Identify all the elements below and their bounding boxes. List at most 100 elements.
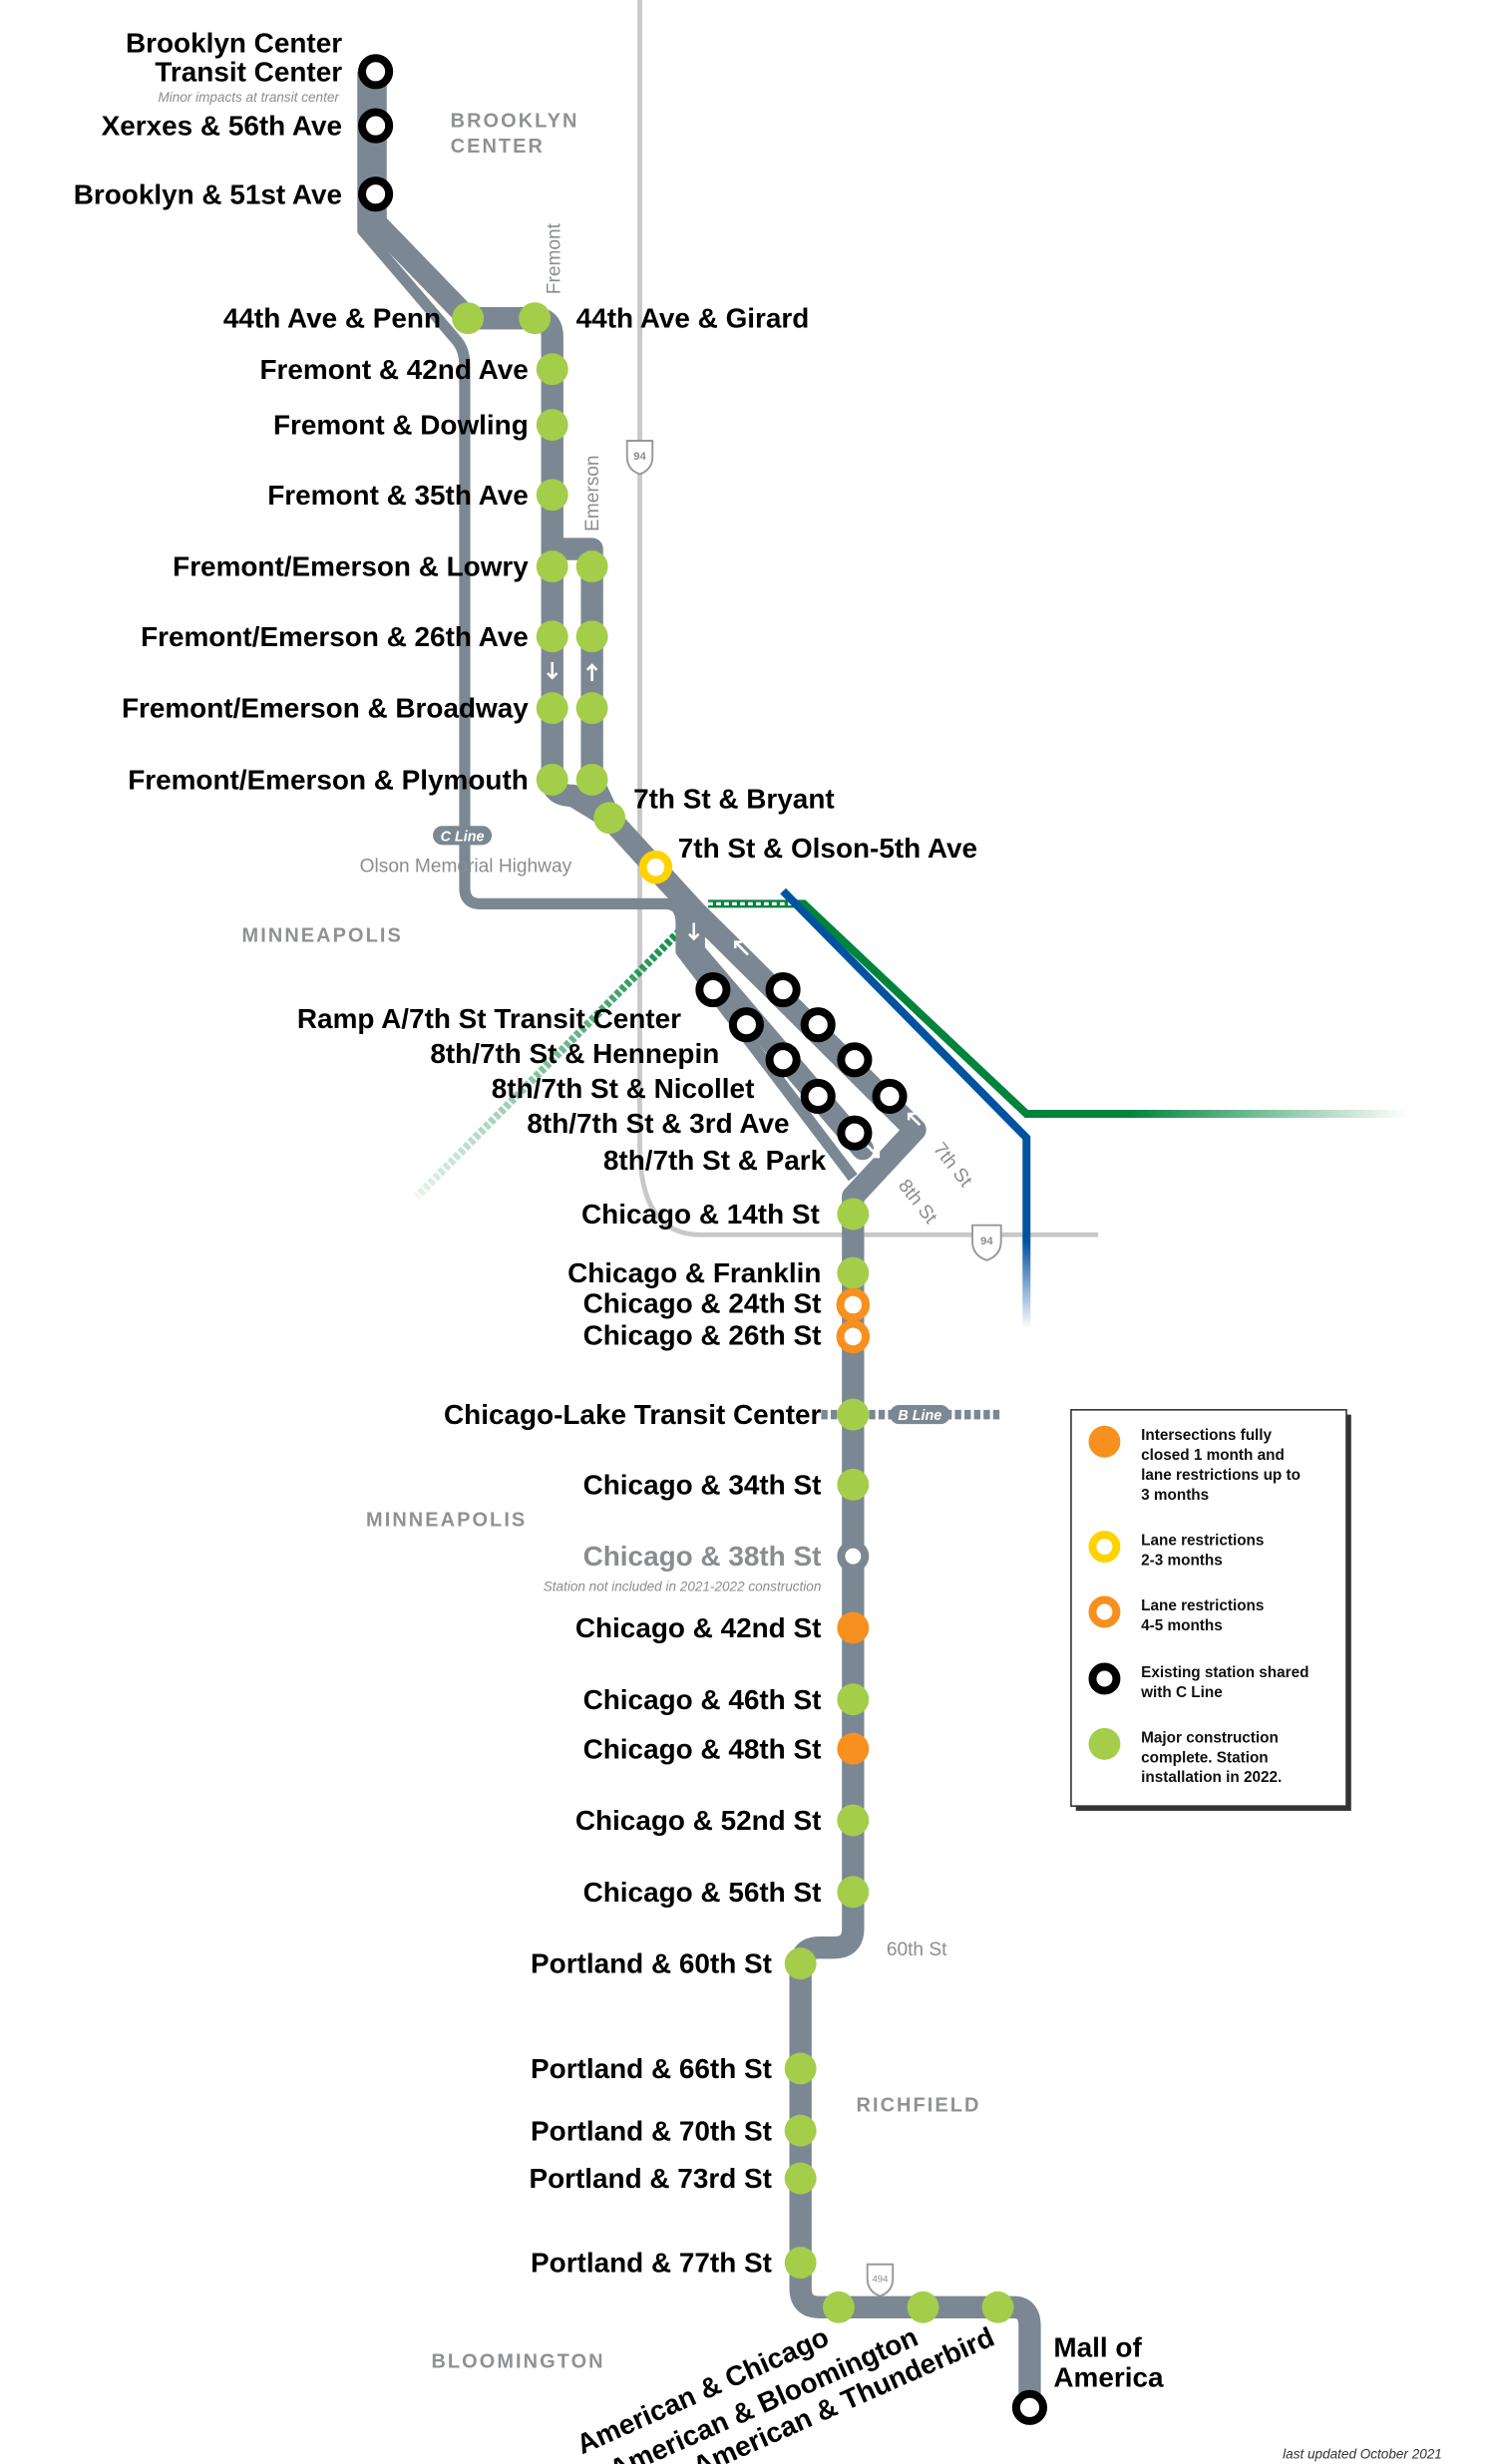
station-marker-complete[interactable] [593, 802, 626, 835]
station[interactable]: Brooklyn & 51st Ave [74, 176, 394, 212]
station-marker-complete[interactable] [822, 2290, 855, 2323]
station[interactable]: 8th/7th St & Nicollet [492, 1042, 873, 1104]
station-marker-existing[interactable] [837, 1042, 873, 1078]
station-label: Ramp A/7th St Transit Center [297, 1003, 681, 1034]
station-marker-existing[interactable] [872, 1078, 908, 1115]
svg-text:494: 494 [872, 2274, 889, 2285]
legend-marker-existing [1088, 1662, 1121, 1695]
station-marker-complete[interactable] [536, 353, 568, 386]
station[interactable]: Fremont & 35th Ave [267, 479, 568, 512]
station-marker-lane23[interactable] [638, 850, 673, 884]
station[interactable]: Fremont/Emerson & Plymouth [128, 763, 608, 796]
station[interactable]: Chicago & Franklin [567, 1256, 870, 1289]
direction-arrows [547, 661, 922, 1159]
station-marker-existing[interactable] [837, 1115, 873, 1151]
station[interactable]: 8th/7th St & 3rd Ave [527, 1078, 908, 1139]
station[interactable]: Chicago & 56th St [583, 1876, 870, 1909]
station-marker-complete[interactable] [536, 550, 568, 583]
station-marker-complete[interactable] [837, 1398, 870, 1431]
station-marker-lane45[interactable] [836, 1287, 871, 1322]
station-marker-existing[interactable] [800, 1007, 836, 1043]
station-marker-existing[interactable] [358, 176, 394, 212]
station[interactable]: Chicago & 24th St [583, 1287, 871, 1322]
station-marker-closed[interactable] [837, 1732, 870, 1765]
station-marker-complete[interactable] [837, 1198, 870, 1231]
station-label: Chicago & 24th St [583, 1287, 822, 1318]
station[interactable]: Fremont/Emerson & 26th Ave [141, 620, 608, 653]
station-marker-complete[interactable] [452, 302, 485, 335]
station[interactable]: Chicago & 52nd St [575, 1804, 870, 1837]
station-marker-complete[interactable] [981, 2290, 1014, 2323]
station[interactable]: Chicago & 48th St [583, 1732, 870, 1765]
station[interactable]: Fremont/Emerson & Broadway [122, 692, 608, 725]
station-marker-complete[interactable] [519, 302, 552, 335]
station-marker-existing[interactable] [695, 971, 731, 1008]
station[interactable]: 7th St & Olson-5th Ave [638, 833, 977, 884]
station[interactable]: Portland & 70th St [531, 2114, 817, 2147]
station[interactable]: Portland & 66th St [531, 2052, 817, 2085]
station-marker-existing[interactable] [800, 1078, 836, 1115]
station[interactable]: Xerxes & 56th Ave [102, 108, 394, 144]
station[interactable]: Portland & 73rd St [529, 2162, 817, 2195]
station[interactable]: 8th/7th St & Hennepin [430, 1007, 836, 1069]
station[interactable]: Portland & 77th St [531, 2247, 817, 2280]
station-marker-existing[interactable] [765, 971, 801, 1008]
station-label: Chicago & 14th St [581, 1199, 820, 1230]
station-marker-complete[interactable] [837, 1876, 870, 1909]
station-marker-complete[interactable] [575, 692, 608, 725]
station-label: Fremont/Emerson & 26th Ave [141, 621, 529, 652]
station-marker-complete[interactable] [536, 479, 568, 512]
station[interactable]: Chicago-Lake Transit Center [444, 1398, 870, 1431]
station-marker-existing[interactable] [358, 54, 394, 90]
station[interactable]: Chicago & 46th St [583, 1683, 870, 1716]
station-marker-complete[interactable] [575, 550, 608, 583]
station[interactable]: Chicago & 42nd St [575, 1611, 870, 1644]
station-label: Brooklyn & 51st Ave [74, 178, 342, 209]
station[interactable]: Ramp A/7th St Transit Center [297, 971, 801, 1034]
station[interactable]: Chicago & 14th St [581, 1198, 870, 1231]
station[interactable]: Fremont/Emerson & Lowry [173, 550, 608, 583]
station[interactable]: Fremont & Dowling [273, 409, 568, 442]
station-marker-complete[interactable] [837, 1256, 870, 1289]
station[interactable]: Fremont & 42nd Ave [259, 353, 568, 386]
station-marker-complete[interactable] [837, 1683, 870, 1716]
station-marker-complete[interactable] [784, 2114, 817, 2147]
station-marker-complete[interactable] [784, 2162, 817, 2195]
station-marker-existing[interactable] [728, 1007, 764, 1043]
station-label: 7th St & Olson-5th Ave [678, 833, 977, 864]
station[interactable]: Chicago & 26th St [583, 1319, 871, 1354]
station[interactable]: 8th/7th St & Park [603, 1115, 873, 1176]
legend-text: closed 1 month and [1141, 1447, 1285, 1464]
station-marker-lane45[interactable] [836, 1319, 871, 1354]
legend-text: complete. Station [1141, 1749, 1269, 1766]
station-label: Chicago & 52nd St [575, 1805, 822, 1836]
station[interactable]: Chicago & 34th St [583, 1468, 870, 1501]
station-marker-complete[interactable] [907, 2290, 939, 2323]
station-marker-complete[interactable] [784, 2052, 817, 2085]
station-marker-complete[interactable] [536, 763, 568, 796]
station-marker-complete[interactable] [837, 1804, 870, 1837]
station[interactable]: 44th Ave & Girard [519, 302, 809, 335]
station-label: Chicago & 46th St [583, 1684, 822, 1715]
station-marker-complete[interactable] [536, 692, 568, 725]
station[interactable]: 7th St & Bryant [593, 784, 835, 835]
station-marker-complete[interactable] [784, 1947, 817, 1980]
station-marker-existing[interactable] [1011, 2389, 1047, 2425]
station-marker-complete[interactable] [575, 763, 608, 796]
station-marker-closed[interactable] [837, 1611, 870, 1644]
station-marker-complete[interactable] [536, 409, 568, 442]
station-marker-notincluded[interactable] [837, 1540, 870, 1573]
station-marker-complete[interactable] [575, 620, 608, 653]
station[interactable]: 44th Ave & Penn [223, 302, 485, 335]
station-marker-existing[interactable] [765, 1042, 801, 1078]
station-marker-complete[interactable] [784, 2247, 817, 2280]
station-marker-complete[interactable] [536, 620, 568, 653]
place-minneapolis: MINNEAPOLIS [242, 925, 403, 947]
station[interactable]: Portland & 60th St [531, 1947, 817, 1980]
station-marker-complete[interactable] [837, 1468, 870, 1501]
station-marker-existing[interactable] [358, 108, 394, 144]
